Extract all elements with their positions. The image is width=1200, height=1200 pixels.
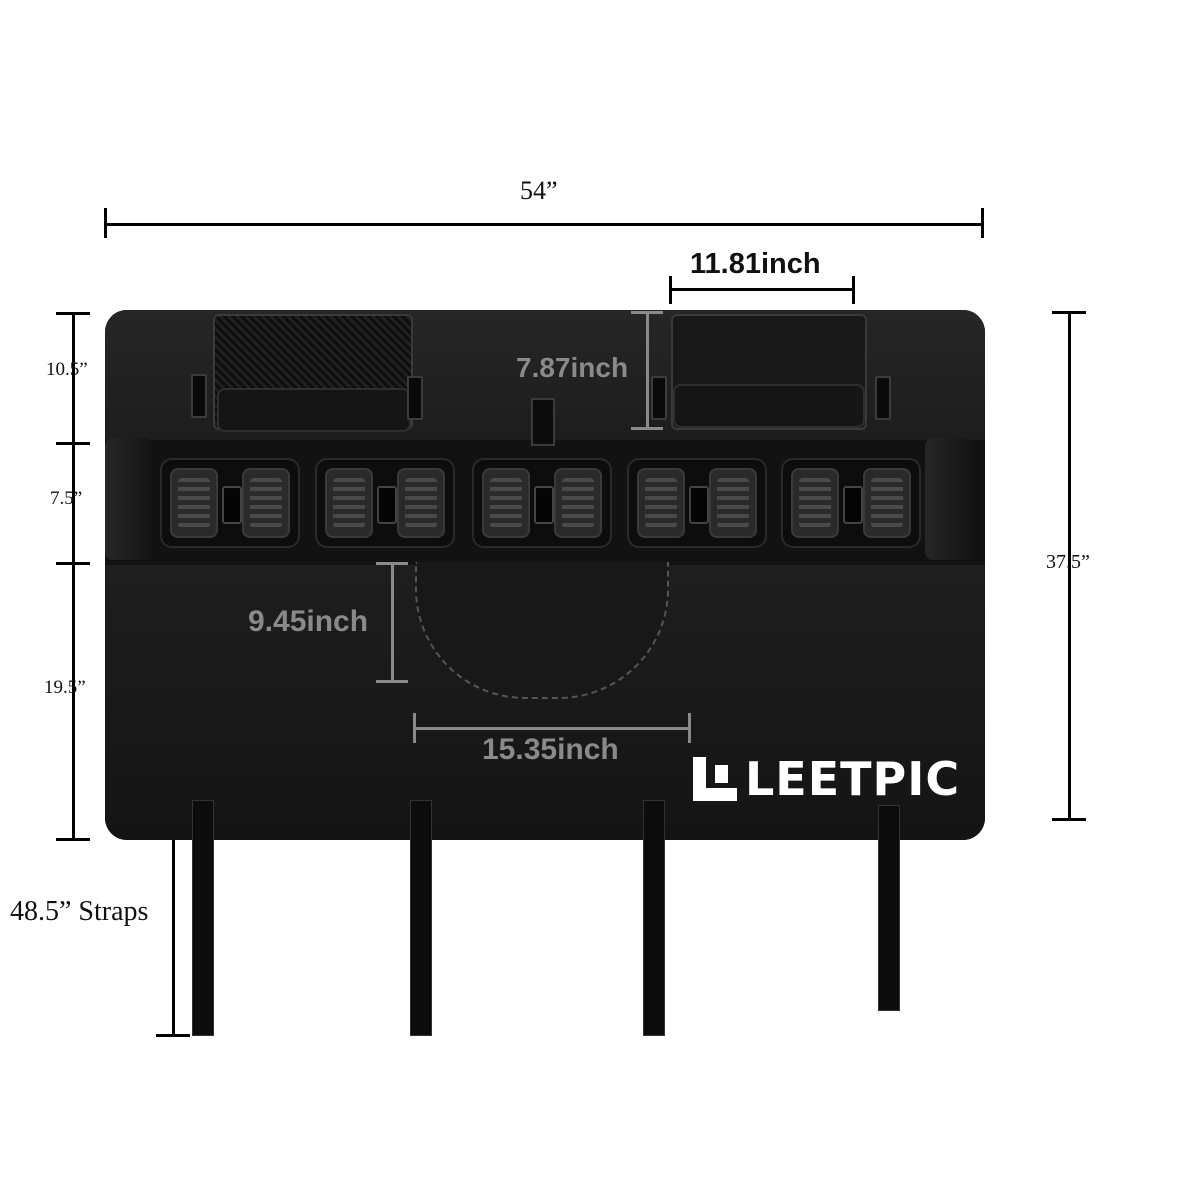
height-tick-bottom — [1052, 818, 1086, 821]
buckle-right-1 — [651, 376, 667, 420]
fork-block — [325, 468, 373, 538]
fork-mount-5 — [781, 458, 921, 548]
strap-3 — [643, 800, 665, 1036]
strap-1 — [192, 800, 214, 1036]
fork-buckle — [689, 486, 709, 524]
pocket-flap-right — [673, 384, 865, 428]
fork-block — [482, 468, 530, 538]
fork-mount-3 — [472, 458, 612, 548]
fork-block — [791, 468, 839, 538]
fork-block — [170, 468, 218, 538]
pocket-flap-left — [217, 388, 411, 432]
bolster-end-left — [105, 438, 153, 560]
bag-height-tick-bottom — [376, 680, 408, 683]
fork-block — [637, 468, 685, 538]
bag-width-tick-right — [688, 713, 691, 743]
fork-block — [709, 468, 757, 538]
pocket-height-line — [646, 312, 649, 429]
bag-height-label: 9.45inch — [248, 605, 369, 638]
fork-block — [863, 468, 911, 538]
tailgate-pad — [105, 310, 985, 840]
pocket-width-line — [670, 288, 854, 291]
pocket-height-tick-top — [631, 311, 663, 314]
buckle-left-1 — [191, 374, 207, 418]
top-section-label: 10.5” — [46, 359, 88, 380]
center-tab — [531, 398, 555, 446]
straps-label: 48.5” Straps — [10, 896, 149, 927]
width-tick-right — [981, 208, 984, 238]
height-dimension-line — [1068, 312, 1071, 820]
straps-dimension-line — [172, 800, 175, 1036]
overall-height-label: 37.5” — [1046, 551, 1090, 573]
bag-width-label: 15.35inch — [482, 733, 619, 766]
overall-width-label: 54” — [520, 176, 558, 205]
brand-logo: LEETPIC — [693, 752, 960, 806]
fork-buckle — [222, 486, 242, 524]
bag-width-line — [414, 727, 690, 730]
left-tick-4 — [56, 838, 90, 841]
buckle-right-2 — [875, 376, 891, 420]
brand-mark-icon — [693, 757, 737, 801]
height-tick-top — [1052, 311, 1086, 314]
fork-mount-4 — [627, 458, 767, 548]
strap-2 — [410, 800, 432, 1036]
pocket-height-tick-bottom — [631, 427, 663, 430]
width-tick-left — [104, 208, 107, 238]
middle-section-label: 7.5” — [50, 488, 83, 509]
bottom-section-label: 19.5” — [44, 677, 86, 698]
pocket-width-label: 11.81inch — [690, 248, 821, 280]
bag-height-tick-top — [376, 562, 408, 565]
pocket-width-tick-right — [852, 276, 855, 304]
brand-name: LEETPIC — [745, 752, 961, 806]
left-dimension-line — [72, 313, 75, 840]
fork-mount-1 — [160, 458, 300, 548]
left-tick-1 — [56, 312, 90, 315]
width-dimension-line — [105, 223, 983, 226]
fork-mount-2 — [315, 458, 455, 548]
bag-height-line — [391, 563, 394, 683]
straps-tick-bottom — [156, 1034, 190, 1037]
pocket-width-tick-left — [669, 276, 672, 304]
buckle-left-2 — [407, 376, 423, 420]
bag-width-tick-left — [413, 713, 416, 743]
bolster-end-right — [925, 438, 973, 560]
fork-block — [397, 468, 445, 538]
fork-buckle — [843, 486, 863, 524]
strap-4 — [878, 805, 900, 1011]
fork-block — [242, 468, 290, 538]
left-tick-3 — [56, 562, 90, 565]
pocket-height-label: 7.87inch — [516, 352, 629, 383]
fork-buckle — [534, 486, 554, 524]
left-tick-2 — [56, 442, 90, 445]
fork-buckle — [377, 486, 397, 524]
fork-block — [554, 468, 602, 538]
